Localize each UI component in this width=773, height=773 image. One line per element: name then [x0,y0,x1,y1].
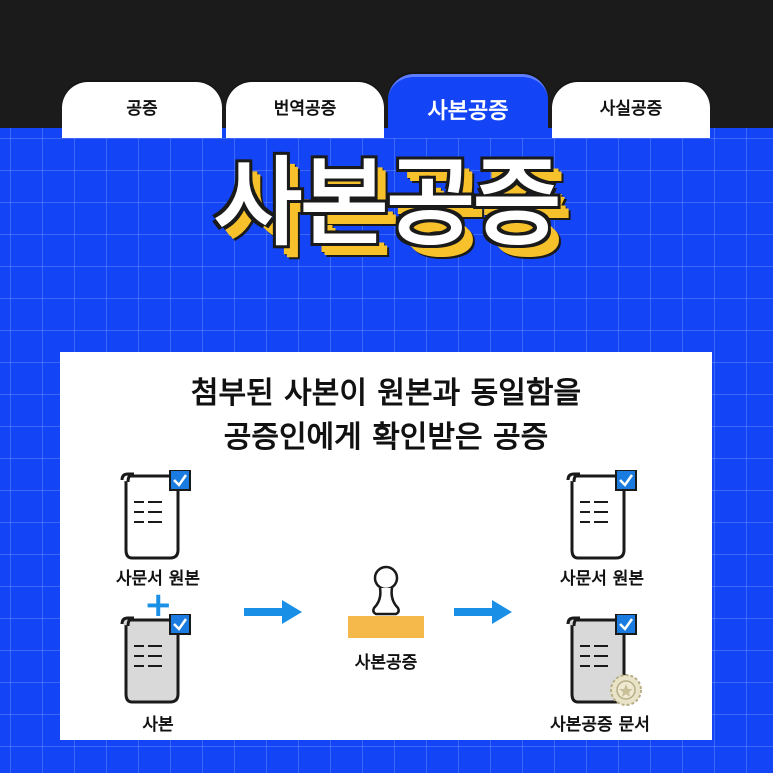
document-original-icon [566,470,637,560]
arrow-right-icon [454,600,512,624]
label-original-document: 사문서 원본 [115,569,201,589]
tab-copy-notarization[interactable]: 사본공증 [388,74,548,138]
tab-notarization[interactable]: 공증 [62,82,222,138]
notarized-document-icon [566,614,642,706]
tab-label: 사본공증 [427,99,509,124]
tab-label: 사실공증 [599,99,663,119]
label-notarized-copy-document: 사본공증 문서 [550,715,650,735]
tab-label: 공증 [126,99,158,119]
info-card: 첨부된 사본이 원본과 동일함을 공증인에게 확인받은 공증 사문서 원본 + … [60,352,712,740]
headline-line-2: 공증인에게 확인받은 공증 [223,420,549,455]
tab-bar: 공증 번역공증 사본공증 사실공증 [0,0,773,140]
document-copy-icon [120,614,191,704]
label-original-document-result: 사문서 원본 [559,569,645,589]
tab-fact-notarization[interactable]: 사실공증 [552,82,710,138]
tab-label: 번역공증 [273,99,337,119]
arrow-right-icon [244,600,302,624]
headline-line-1: 첨부된 사본이 원본과 동일함을 [190,376,582,411]
plus-sign: + [144,585,173,625]
document-original-icon [120,470,191,560]
tab-translation-notarization[interactable]: 번역공증 [226,82,384,138]
headline: 첨부된 사본이 원본과 동일함을 공증인에게 확인받은 공증 [60,372,712,460]
label-copy: 사본 [142,715,174,735]
label-copy-notarization: 사본공증 [354,653,418,673]
stamp-icon [348,565,424,638]
page-title: 사본공증 [213,147,561,259]
